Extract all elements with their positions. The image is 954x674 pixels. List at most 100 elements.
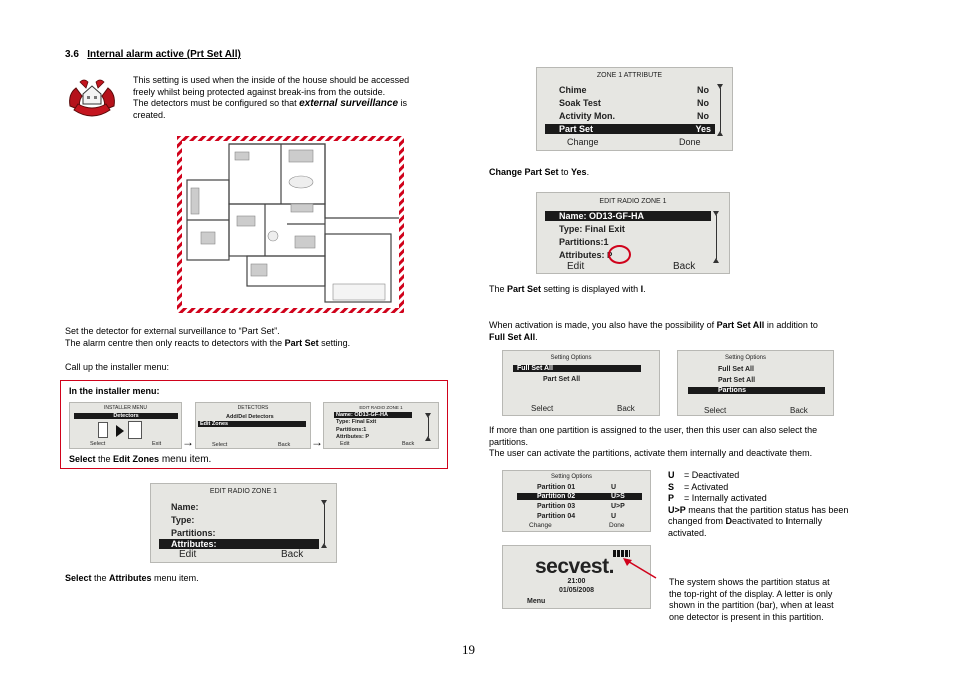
lcd-row[interactable]: Partitions:1 — [336, 427, 367, 433]
partition-status-bars — [613, 550, 630, 557]
lcd-row[interactable]: Partitions: — [171, 528, 216, 538]
lcd-row[interactable]: Attributes: P — [559, 250, 612, 260]
lcd-row[interactable]: Type: Final Exit — [559, 224, 625, 234]
softkey-back[interactable]: Back — [278, 442, 291, 448]
attributes-caption: Select the Attributes menu item. — [65, 573, 199, 583]
text-line: If more than one partition is assigned t… — [489, 425, 818, 435]
attr-label: Attributes: — [559, 250, 607, 260]
lcd-row[interactable]: Type: Final Exit — [336, 419, 377, 425]
partition-name: Partition 02 — [537, 493, 576, 500]
softkey-change[interactable]: Change — [567, 137, 599, 147]
lcd-row-selected[interactable]: Name: OD13-GF-HA — [545, 211, 711, 221]
lcd-edit-radio-zone: EDIT RADIO ZONE 1 Name: OD13-GF-HA Type:… — [323, 402, 439, 449]
softkey-done[interactable]: Done — [609, 522, 625, 529]
attr-value: No — [697, 98, 709, 108]
device-icon — [98, 422, 108, 438]
bold-term: I — [640, 284, 644, 294]
legend-value: = Internally activated — [684, 493, 767, 503]
lcd-row[interactable]: Partitions:1 — [559, 237, 609, 247]
detector-instruction: Set the detector for external surveillan… — [65, 326, 445, 349]
text-line: Full Set All. — [489, 332, 889, 344]
bold-term: Edit Zones — [113, 454, 160, 464]
softkey-select[interactable]: Select — [212, 442, 228, 448]
right-arrow-icon: → — [182, 435, 194, 449]
softkey-back[interactable]: Back — [281, 549, 304, 560]
lcd-row[interactable]: Activity Mon.No — [559, 111, 709, 121]
floor-plan-image — [177, 136, 404, 313]
lcd-row-selected[interactable]: Full Set All — [513, 365, 641, 372]
softkey-back[interactable]: Back — [402, 441, 415, 447]
lcd-row[interactable]: Part Set All — [543, 376, 581, 383]
lcd-row-selected[interactable]: Edit Zones — [198, 421, 306, 427]
softkey-menu[interactable]: Menu — [527, 598, 546, 605]
text-line: The alarm centre then only reacts to det… — [65, 338, 445, 350]
lcd-edit-radio-zone-empty: EDIT RADIO ZONE 1 Name: Type: Partitions… — [150, 483, 337, 563]
scrollbar[interactable] — [713, 211, 719, 263]
lcd-header: EDIT RADIO ZONE 1 — [209, 488, 278, 495]
lcd-header: ZONE 1 ATTRIBUTE — [596, 72, 663, 79]
lcd-row[interactable]: Part Set All — [718, 377, 756, 384]
bold-term: Part Set — [507, 284, 542, 294]
legend-value: = Activated — [684, 481, 729, 492]
bold-letter: I — [785, 516, 789, 526]
page-number: 19 — [462, 642, 475, 657]
house-hands-icon — [66, 76, 118, 122]
lcd-row[interactable]: Name: — [171, 502, 199, 512]
softkey-select[interactable]: Select — [90, 441, 106, 447]
softkey-select[interactable]: Select — [531, 404, 554, 413]
status-note: The system shows the partition status at… — [669, 577, 889, 623]
text-span: setting. — [318, 337, 351, 348]
lcd-row[interactable]: Add/Del Detectors — [226, 414, 274, 420]
softkey-edit[interactable]: Edit — [340, 441, 350, 447]
installer-box-title: In the installer menu: — [69, 386, 160, 396]
scrollbar[interactable] — [321, 500, 327, 548]
softkey-change[interactable]: Change — [529, 522, 552, 529]
scrollbar[interactable] — [425, 413, 431, 441]
partition-status: U — [611, 513, 617, 520]
lcd-row-selected[interactable]: Name: OD13-GF-HA — [334, 412, 412, 418]
text-line: The system shows the partition status at — [669, 577, 830, 587]
softkey-back[interactable]: Back — [617, 404, 635, 413]
text-line: activated. — [668, 527, 707, 538]
bold-term: Yes — [571, 167, 587, 177]
scrollbar[interactable] — [717, 84, 723, 136]
text-span: changed from — [668, 516, 726, 526]
right-arrow-icon: → — [311, 435, 323, 449]
lcd-edit-radio-zone-filled: EDIT RADIO ZONE 1 Name: OD13-GF-HA Type:… — [536, 192, 730, 274]
text-span: menu item. — [159, 454, 212, 465]
lcd-row[interactable]: Attributes: P — [336, 434, 369, 440]
multi-partition-paragraph: If more than one partition is assigned t… — [489, 425, 889, 460]
lcd-row-selected[interactable]: Detectors — [74, 413, 178, 419]
softkey-back[interactable]: Back — [673, 261, 696, 272]
secvest-brand: secvest. — [535, 555, 614, 578]
softkey-exit[interactable]: Exit — [152, 441, 162, 447]
legend-key: S — [668, 481, 675, 492]
lcd-row[interactable]: Full Set All — [718, 366, 754, 373]
legend-key: U — [668, 470, 675, 480]
softkey-select[interactable]: Select — [704, 406, 727, 415]
legend-p: P= Internally activated — [668, 493, 888, 505]
text-span: . — [535, 331, 538, 342]
lcd-installer-menu: INSTALLER MENU Detectors Select Exit — [69, 402, 182, 449]
text-span: eactivated to — [732, 516, 786, 526]
lcd-header: EDIT RADIO ZONE 1 — [359, 405, 403, 410]
lcd-row-selected[interactable]: Partions — [688, 387, 825, 394]
emphasis-text: external surveillance — [299, 98, 399, 109]
intro-line: created. — [133, 109, 166, 120]
softkey-back[interactable]: Back — [790, 406, 808, 415]
lcd-row-selected[interactable]: Attributes: — [159, 539, 319, 549]
attr-name: Activity Mon. — [559, 111, 616, 121]
softkey-done[interactable]: Done — [679, 137, 701, 147]
softkey-edit[interactable]: Edit — [567, 261, 585, 272]
legend-value: = Deactivated — [684, 470, 740, 480]
lcd-row[interactable]: Type: — [171, 515, 195, 525]
text-span: The — [489, 284, 508, 294]
softkey-edit[interactable]: Edit — [179, 549, 197, 560]
